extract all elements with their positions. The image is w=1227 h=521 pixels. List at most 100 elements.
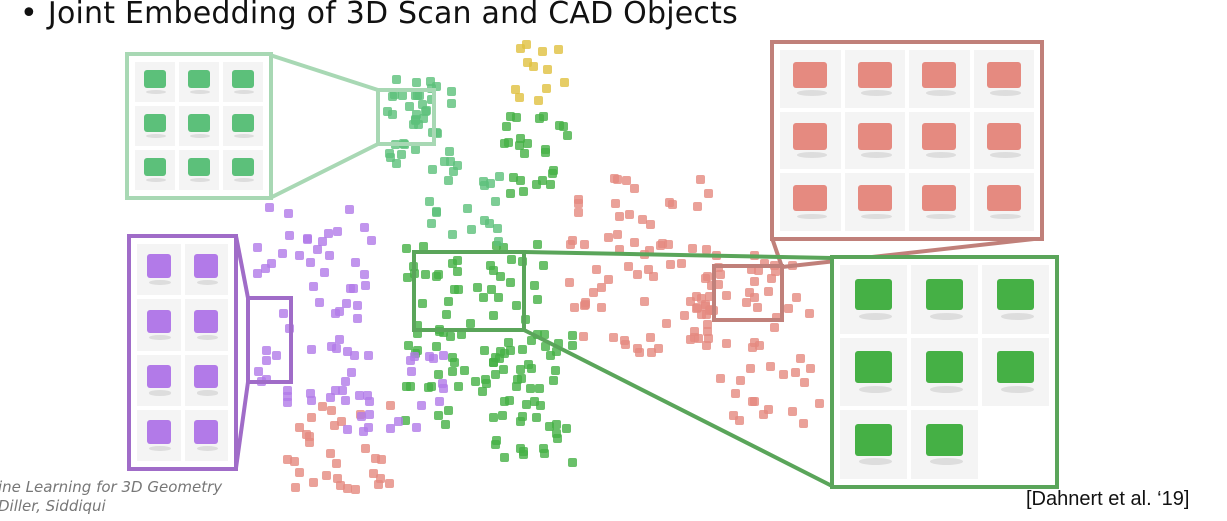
object-thumbnail xyxy=(780,111,841,170)
embedded-object-thumbnail xyxy=(764,286,774,296)
thumbnail-shadow xyxy=(234,134,255,138)
embedded-object-thumbnail xyxy=(485,179,495,189)
embedded-object-thumbnail xyxy=(366,235,376,245)
embedded-object-thumbnail xyxy=(620,336,630,346)
embedded-object-thumbnail xyxy=(531,179,541,189)
object-shape xyxy=(143,70,167,89)
embedded-object-thumbnail xyxy=(515,92,525,102)
embedded-object-thumbnail xyxy=(615,211,625,221)
table-connector xyxy=(523,250,833,260)
embedded-object-thumbnail xyxy=(385,153,395,163)
object-thumbnail xyxy=(135,62,175,102)
embedded-object-thumbnail xyxy=(505,111,515,121)
embedded-object-thumbnail xyxy=(388,109,398,119)
embedded-object-thumbnail xyxy=(347,367,357,377)
thumbnail-shadow xyxy=(925,90,957,97)
thumbnail-shadow xyxy=(858,458,893,466)
embedded-object-thumbnail xyxy=(645,220,655,230)
embedded-object-thumbnail xyxy=(564,278,574,288)
embedded-object-thumbnail xyxy=(358,427,368,437)
embedded-object-thumbnail xyxy=(521,40,531,50)
embedded-object-thumbnail xyxy=(491,197,501,207)
sofa-zoom-panel xyxy=(125,52,273,200)
embedded-object-thumbnail xyxy=(764,405,774,415)
embedded-object-thumbnail xyxy=(579,240,589,250)
embedded-object-thumbnail xyxy=(252,268,262,278)
embedded-object-thumbnail xyxy=(767,274,777,284)
embedded-object-thumbnail xyxy=(814,398,824,408)
embedded-object-thumbnail xyxy=(728,411,738,421)
embedded-object-thumbnail xyxy=(680,310,690,320)
embedded-object-thumbnail xyxy=(735,416,745,426)
object-shape xyxy=(146,309,171,334)
embedded-object-thumbnail xyxy=(404,341,414,351)
embedded-object-thumbnail xyxy=(537,176,547,186)
embedded-object-thumbnail xyxy=(573,195,583,205)
embedded-object-thumbnail xyxy=(324,228,334,238)
slide-title: •Joint Embedding of 3D Scan and CAD Obje… xyxy=(20,0,738,31)
embedded-object-thumbnail xyxy=(418,242,428,252)
embedded-object-thumbnail xyxy=(295,423,305,433)
cabinet-cluster-highlight xyxy=(246,296,293,384)
object-thumbnail xyxy=(973,173,1034,231)
embedded-object-thumbnail xyxy=(278,308,288,318)
object-thumbnail xyxy=(840,265,907,334)
embedded-object-thumbnail xyxy=(624,210,634,220)
embedded-object-thumbnail xyxy=(535,400,545,410)
object-shape xyxy=(854,424,893,456)
object-shape xyxy=(857,184,892,212)
embedded-object-thumbnail xyxy=(412,320,422,330)
thumbnail-shadow xyxy=(796,213,828,220)
embedded-object-thumbnail xyxy=(331,308,341,318)
object-shape xyxy=(231,70,255,89)
embedded-object-thumbnail xyxy=(721,338,731,348)
embedded-object-thumbnail xyxy=(592,264,602,274)
embedded-object-thumbnail xyxy=(589,288,599,298)
embedded-object-thumbnail xyxy=(307,395,317,405)
embedded-object-thumbnail xyxy=(318,401,328,411)
embedded-object-thumbnail xyxy=(532,413,542,423)
chair-connector xyxy=(781,236,1044,269)
embedded-object-thumbnail xyxy=(487,284,497,294)
embedded-object-thumbnail xyxy=(749,337,759,347)
object-shape xyxy=(194,420,219,444)
embedded-object-thumbnail xyxy=(410,145,420,155)
embedded-object-thumbnail xyxy=(420,270,430,280)
embedded-object-thumbnail xyxy=(701,340,711,350)
embedded-object-thumbnail xyxy=(692,302,702,312)
embedded-object-thumbnail xyxy=(705,292,715,302)
object-thumbnail xyxy=(223,150,263,190)
embedded-object-thumbnail xyxy=(306,258,316,268)
object-shape xyxy=(793,184,828,212)
embedded-object-thumbnail xyxy=(581,297,591,307)
embedded-object-thumbnail xyxy=(449,166,459,176)
embedded-object-thumbnail xyxy=(306,388,316,398)
embedded-object-thumbnail xyxy=(805,364,815,374)
embedded-object-thumbnail xyxy=(307,413,317,423)
embedded-object-thumbnail xyxy=(414,120,424,130)
embedded-object-thumbnail xyxy=(703,327,713,337)
embedded-object-thumbnail xyxy=(488,311,498,321)
footer-line-1: ine Learning for 3D Geometry xyxy=(0,478,223,496)
embedded-object-thumbnail xyxy=(453,160,463,170)
embedded-object-thumbnail xyxy=(686,297,696,307)
embedded-object-thumbnail xyxy=(498,242,508,252)
embedded-object-thumbnail xyxy=(443,406,453,416)
object-thumbnail xyxy=(184,299,228,351)
embedded-object-thumbnail xyxy=(506,346,516,356)
embedded-object-thumbnail xyxy=(253,242,263,252)
embedded-object-thumbnail xyxy=(410,114,420,124)
embedded-object-thumbnail xyxy=(465,319,475,329)
object-shape xyxy=(187,114,211,133)
embedded-object-thumbnail xyxy=(439,384,449,394)
embedded-object-thumbnail xyxy=(412,329,422,339)
embedded-object-thumbnail xyxy=(515,44,525,54)
thumbnail-shadow xyxy=(196,390,219,396)
embedded-object-thumbnail xyxy=(312,244,322,254)
embedded-object-thumbnail xyxy=(567,340,577,350)
embedded-object-thumbnail xyxy=(294,251,304,261)
embedded-object-thumbnail xyxy=(565,240,575,250)
embedded-object-thumbnail xyxy=(622,175,632,185)
embedded-object-thumbnail xyxy=(690,326,699,336)
embedded-object-thumbnail xyxy=(317,236,327,246)
